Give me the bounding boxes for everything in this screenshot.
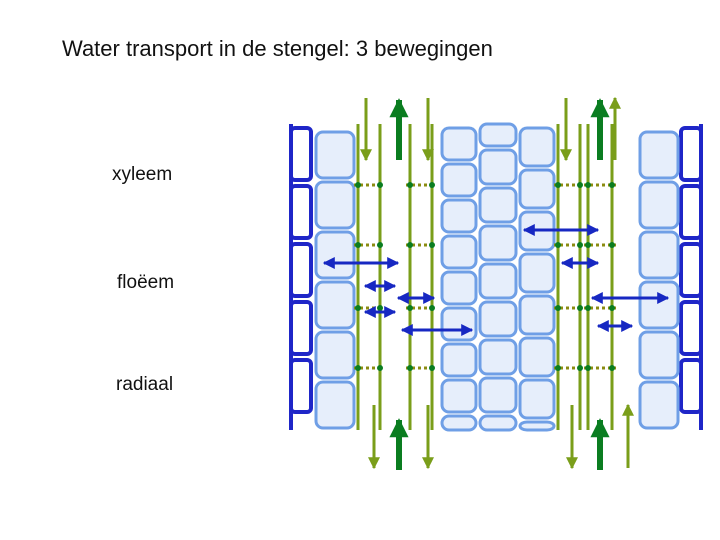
cell bbox=[442, 200, 476, 232]
pit bbox=[609, 242, 615, 248]
cell bbox=[640, 382, 678, 428]
outer-wall-left bbox=[291, 124, 311, 430]
cell bbox=[640, 232, 678, 278]
pit bbox=[609, 182, 615, 188]
cell bbox=[520, 380, 554, 418]
cell bbox=[480, 378, 516, 412]
pit bbox=[577, 182, 583, 188]
cell bbox=[480, 188, 516, 222]
pit bbox=[585, 242, 591, 248]
pit bbox=[355, 182, 361, 188]
cell bbox=[442, 308, 476, 340]
cell bbox=[316, 382, 354, 428]
pit bbox=[407, 242, 413, 248]
pit bbox=[377, 242, 383, 248]
pit bbox=[355, 242, 361, 248]
cell bbox=[316, 232, 354, 278]
pit bbox=[407, 305, 413, 311]
cell bbox=[480, 226, 516, 260]
outer-wall-right bbox=[681, 124, 701, 430]
cell bbox=[442, 416, 476, 430]
pit bbox=[429, 365, 435, 371]
pit bbox=[609, 305, 615, 311]
cell bbox=[520, 296, 554, 334]
cell bbox=[316, 132, 354, 178]
pit bbox=[355, 305, 361, 311]
cell bbox=[640, 282, 678, 328]
cell bbox=[480, 124, 516, 146]
pit bbox=[577, 242, 583, 248]
pit bbox=[577, 305, 583, 311]
cell bbox=[520, 338, 554, 376]
pit bbox=[355, 365, 361, 371]
cell bbox=[640, 332, 678, 378]
pit bbox=[555, 305, 561, 311]
pit bbox=[429, 182, 435, 188]
pit bbox=[429, 242, 435, 248]
pit bbox=[555, 242, 561, 248]
cell bbox=[442, 128, 476, 160]
pit bbox=[407, 182, 413, 188]
cell bbox=[480, 340, 516, 374]
cell bbox=[442, 344, 476, 376]
cell bbox=[480, 416, 516, 430]
pit bbox=[585, 305, 591, 311]
cell bbox=[316, 282, 354, 328]
pit bbox=[555, 182, 561, 188]
cell bbox=[442, 236, 476, 268]
cell bbox=[480, 302, 516, 336]
pit bbox=[585, 365, 591, 371]
cell bbox=[640, 132, 678, 178]
cell bbox=[316, 332, 354, 378]
cell bbox=[442, 380, 476, 412]
pit bbox=[577, 365, 583, 371]
cell bbox=[442, 164, 476, 196]
cell bbox=[480, 150, 516, 184]
cell bbox=[480, 264, 516, 298]
cell bbox=[520, 170, 554, 208]
cell bbox=[316, 182, 354, 228]
pit bbox=[377, 182, 383, 188]
cell bbox=[520, 254, 554, 292]
pit bbox=[609, 365, 615, 371]
pit bbox=[377, 365, 383, 371]
pit bbox=[407, 365, 413, 371]
pit bbox=[429, 305, 435, 311]
pit bbox=[585, 182, 591, 188]
cell bbox=[640, 182, 678, 228]
cell bbox=[520, 128, 554, 166]
pit bbox=[555, 365, 561, 371]
pit bbox=[377, 305, 383, 311]
cell bbox=[520, 422, 554, 430]
parenchyma-cells bbox=[316, 124, 678, 430]
cell bbox=[442, 272, 476, 304]
